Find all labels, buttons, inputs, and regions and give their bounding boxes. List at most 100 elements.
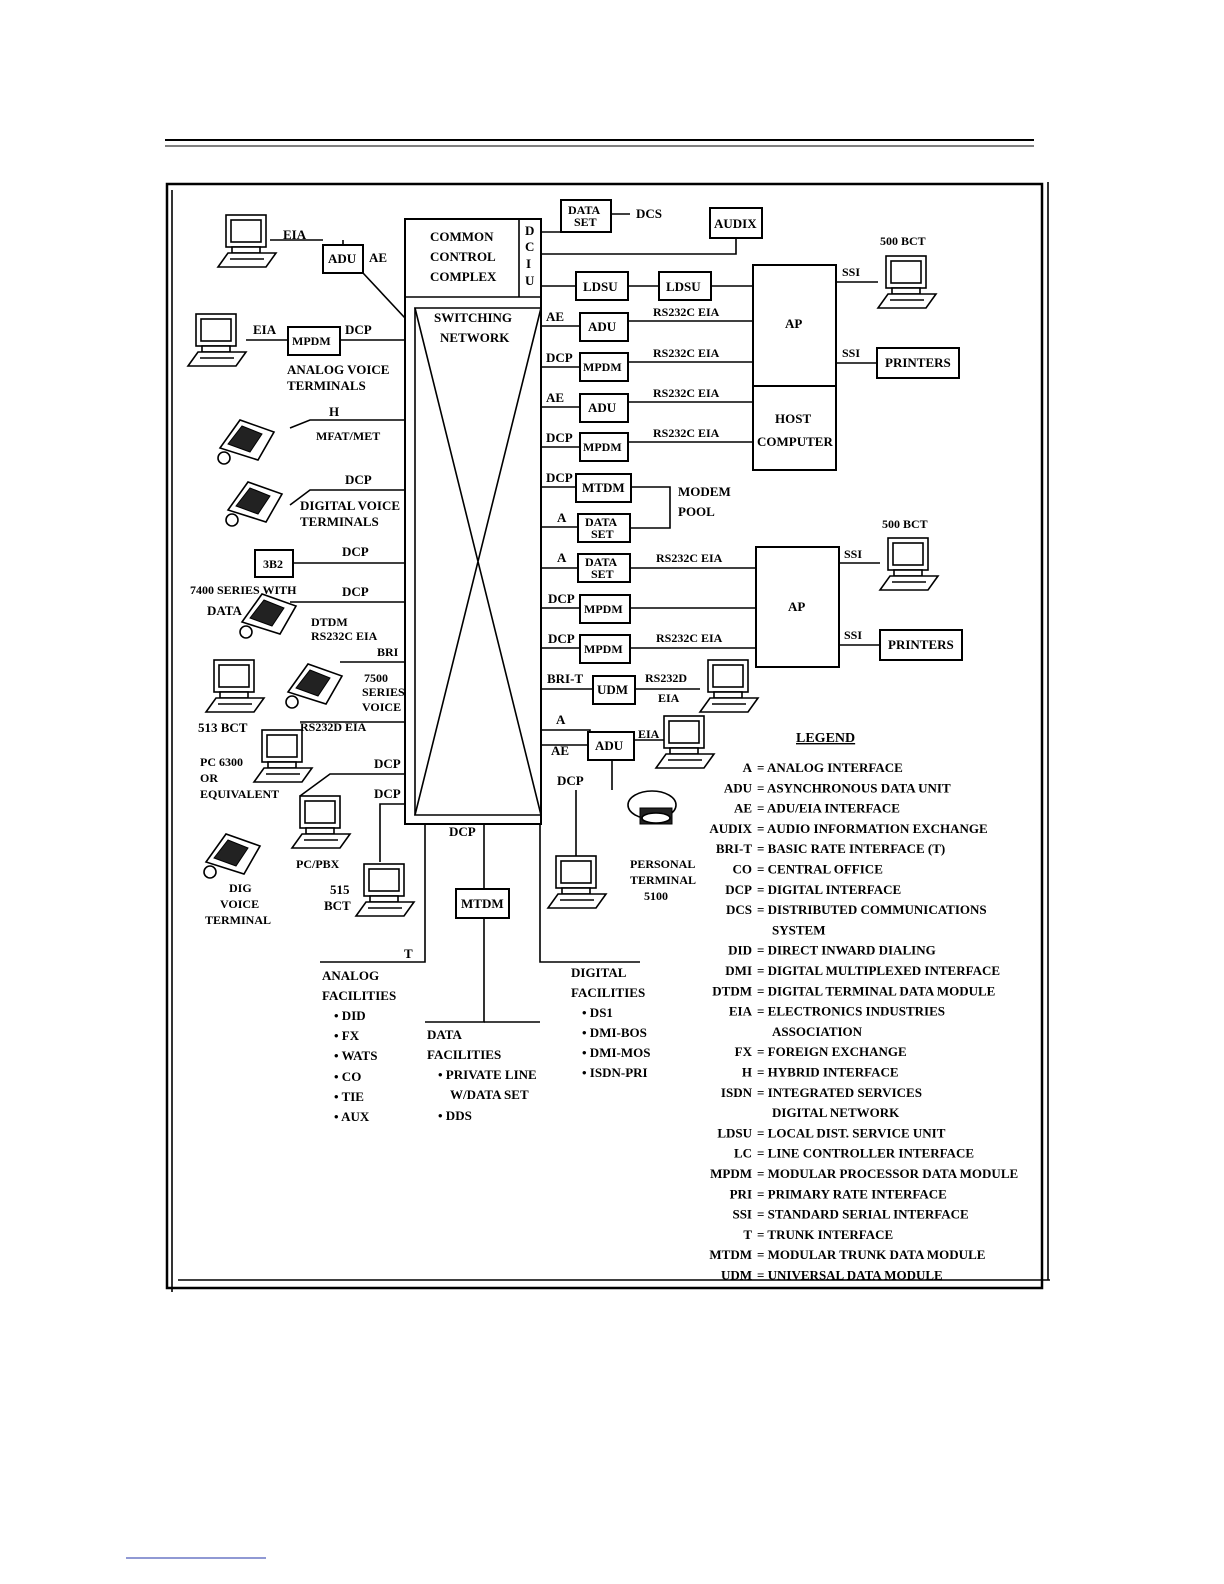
link-b-data bbox=[425, 918, 485, 1023]
pcpbx-computer-icon bbox=[291, 795, 351, 849]
dciu-u: U bbox=[525, 273, 535, 288]
legend-definition: = PRIMARY RATE INTERFACE bbox=[757, 1186, 947, 1201]
data-item-1: • PRIVATE LINE bbox=[438, 1067, 537, 1082]
series7400-label: 7400 SERIES WITH bbox=[190, 583, 297, 597]
personal-terminal-3: 5100 bbox=[644, 889, 668, 903]
legend-definition: = ADU/EIA INTERFACE bbox=[757, 801, 900, 816]
legend-abbr: MPDM bbox=[710, 1166, 752, 1181]
legend-definition: = ANALOG INTERFACE bbox=[757, 760, 903, 775]
r-dataset1-2: SET bbox=[591, 527, 614, 541]
r-a1: A bbox=[557, 510, 567, 525]
r-adu1-box bbox=[579, 312, 629, 342]
digital-voice-1: DIGITAL VOICE bbox=[300, 498, 400, 513]
printers2-label: PRINTERS bbox=[888, 637, 954, 652]
printers2-box bbox=[879, 629, 963, 661]
l-eia2: EIA bbox=[253, 322, 277, 337]
pc6300-1: PC 6300 bbox=[200, 755, 243, 769]
legend-definition: = STANDARD SERIAL INTERFACE bbox=[757, 1207, 969, 1222]
link-b-digital bbox=[539, 824, 640, 963]
b-t: T bbox=[404, 946, 413, 961]
b-dcp: DCP bbox=[449, 824, 476, 839]
b-mtdm-box bbox=[455, 888, 510, 919]
legend-definition: = DIGITAL MULTIPLEXED INTERFACE bbox=[757, 963, 1000, 978]
legend-definition: = LOCAL DIST. SERVICE UNIT bbox=[757, 1125, 946, 1140]
legend-definition: = ASYNCHRONOUS DATA UNIT bbox=[757, 780, 951, 795]
legend-definition: = MODULAR PROCESSOR DATA MODULE bbox=[757, 1166, 1018, 1181]
r-a2: A bbox=[557, 550, 567, 565]
r-dcp2: DCP bbox=[546, 430, 573, 445]
link-audix bbox=[541, 238, 737, 255]
link-l-h bbox=[289, 419, 405, 429]
r-mpdm4-box bbox=[579, 634, 631, 664]
dig-voice-3: TERMINAL bbox=[205, 913, 271, 927]
analog-voice-1: ANALOG VOICE bbox=[287, 362, 389, 377]
l-rs232c-eia: RS232C EIA bbox=[311, 629, 378, 643]
l-mpdm-box bbox=[287, 326, 341, 356]
audix-label: AUDIX bbox=[714, 216, 757, 231]
l-mpdm: MPDM bbox=[292, 334, 331, 348]
data-item-3: • DDS bbox=[438, 1108, 472, 1123]
legend-abbr: DMI bbox=[725, 963, 752, 978]
analog-item-2: • FX bbox=[334, 1028, 360, 1043]
link-modem-pool bbox=[630, 486, 671, 529]
legend-definition: = HYBRID INTERFACE bbox=[757, 1065, 899, 1080]
digital-item-1: • DS1 bbox=[582, 1005, 613, 1020]
switching-label-2: NETWORK bbox=[440, 330, 510, 345]
top-data-set-2: SET bbox=[574, 215, 597, 229]
dciu-c: C bbox=[525, 239, 534, 254]
analog-item-3: • WATS bbox=[334, 1048, 377, 1063]
r-adu2-box bbox=[579, 393, 629, 423]
legend-definition: = DISTRIBUTED COMMUNICATIONS bbox=[757, 902, 987, 917]
legend-definition: = FOREIGN EXCHANGE bbox=[757, 1044, 907, 1059]
legend-definition: = UNIVERSAL DATA MODULE bbox=[757, 1268, 943, 1283]
l-adu-box bbox=[322, 244, 364, 274]
legend-definition: = DIGITAL TERMINAL DATA MODULE bbox=[757, 983, 995, 998]
l-ae: AE bbox=[369, 250, 387, 265]
host-label-2: COMPUTER bbox=[757, 434, 833, 449]
legend-definition: = MODULAR TRUNK DATA MODULE bbox=[757, 1247, 985, 1262]
printers1-box bbox=[876, 347, 960, 379]
ssi1-label: SSI bbox=[842, 265, 860, 279]
analog-voice-2: TERMINALS bbox=[287, 378, 366, 393]
ccc-label-1: COMMON bbox=[430, 229, 494, 244]
legend-abbr: LDSU bbox=[717, 1125, 752, 1140]
ap2-label: AP bbox=[788, 599, 805, 614]
ap1-label: AP bbox=[785, 316, 802, 331]
dciu-d: D bbox=[525, 223, 534, 238]
ccc-label-3: COMPLEX bbox=[430, 269, 497, 284]
analog-title-2: FACILITIES bbox=[322, 988, 396, 1003]
r-adu3: ADU bbox=[595, 738, 624, 753]
data-title-1: DATA bbox=[427, 1027, 463, 1042]
r-dataset2-1: DATA bbox=[585, 555, 618, 569]
r-ae1: AE bbox=[546, 309, 564, 324]
r-rs1: RS232C EIA bbox=[653, 305, 720, 319]
r-mpdm2: MPDM bbox=[583, 440, 622, 454]
digital-item-3: • DMI-MOS bbox=[582, 1045, 650, 1060]
l-dcp4: DCP bbox=[342, 584, 369, 599]
legend-abbr: UDM bbox=[721, 1268, 752, 1283]
digital-item-2: • DMI-BOS bbox=[582, 1025, 647, 1040]
analog-item-5: • TIE bbox=[334, 1089, 364, 1104]
pc6300-2: OR bbox=[200, 771, 218, 785]
b-mtdm: MTDM bbox=[461, 896, 504, 911]
legend-abbr: DCP bbox=[725, 882, 752, 897]
legend-definition: = TRUNK INTERFACE bbox=[757, 1227, 893, 1242]
left-computer-2-icon bbox=[187, 313, 247, 367]
r-rs232d-1: RS232D bbox=[645, 671, 687, 685]
ap2-box bbox=[755, 546, 840, 668]
l-dcp6: DCP bbox=[374, 786, 401, 801]
legend-abbr: ISDN bbox=[721, 1085, 753, 1100]
l-adu: ADU bbox=[328, 251, 357, 266]
modem-pool-1: MODEM bbox=[678, 484, 731, 499]
left-computer-1-icon bbox=[217, 214, 277, 268]
legend-abbr: DTDM bbox=[712, 983, 752, 998]
personal-terminal-1: PERSONAL bbox=[630, 857, 695, 871]
r-eia: EIA bbox=[638, 727, 660, 741]
r-brit: BRI-T bbox=[547, 671, 583, 686]
legend-definition: = ELECTRONICS INDUSTRIES bbox=[757, 1004, 945, 1019]
r-dcp3: DCP bbox=[546, 470, 573, 485]
r-mpdm3-box bbox=[579, 594, 631, 624]
l-3b2: 3B2 bbox=[263, 557, 283, 571]
